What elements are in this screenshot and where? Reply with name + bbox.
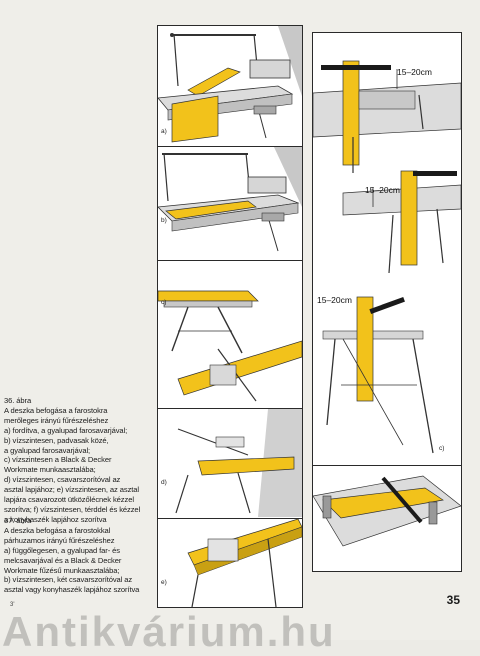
stop-batten-illustration [187,519,302,608]
caption-figure-37: 37. ábra A deszka befogása a farostokkal… [4,516,154,595]
figure-36a-panel: a) [158,26,302,144]
panel-label-a: a) [161,128,167,135]
panel-label-c2: c) [439,445,445,452]
figure-37a-stand-panel: 15–20cm c) [313,285,461,461]
caption-36-line: b) vízszintesen, padvasak közé, [4,435,109,445]
workbench-dogs-illustration [158,147,302,252]
dimension-label: 15–20cm [317,295,352,305]
caption-36-line: a gyalupad farosavarjával; [4,445,91,455]
workbench-vise-illustration [158,26,302,143]
page-number: 35 [446,593,460,607]
caption-37-title: 37. ábra [4,516,32,525]
caption-36-line: A deszka befogása a farostokra [4,405,108,415]
caption-36-line: lapjára csavarozott ütközőlécnek kézzel [4,495,134,505]
caption-36-line: szorítva; f) vízszintesen, térddel és ké… [4,504,141,514]
caption-37-line: b) vízszintesen, két csavarszorítóval az [4,575,133,585]
caption-36-title: 36. ábra [4,396,32,405]
caption-37-line: A deszka befogása a farostokkal [4,525,111,535]
caption-36-line: merőleges irányú fűrészeléshez [4,415,109,425]
dimension-label: 15–20cm [365,185,400,195]
workmate-illustration [158,290,302,402]
figure-37b-panel [313,465,461,572]
caption-37-line: a) függőlegesen, a gyalupad far- és [4,545,120,555]
dimension-label: 15–20cm [397,67,432,77]
figure-36e-panel: e) [158,518,302,609]
table-clamp-illustration [175,409,302,517]
caption-37-line: melcsavarjával és a Black & Decker [4,555,122,565]
watermark: Antikvárium.hu [2,608,336,655]
vertical-board-vise-illustration [313,60,461,173]
panel-label-d: d) [161,479,167,486]
figure-36b-panel: b) [158,146,302,259]
caption-37-line: Workmate fűzésű munkaasztalába; [4,565,120,575]
figure-37-column: 15–20cm 15–20cm [312,32,462,572]
figure-36-column: a) b) [157,25,303,608]
caption-36-line: a konyhaszék lapjához szorítva [4,514,107,524]
panel-label-b: b) [161,217,167,224]
figure-37a-panel: 15–20cm [313,33,461,183]
caption-36-line: asztal lapjához; e) vízszintesen, az asz… [4,485,139,495]
caption-36-line: Workmate munkaasztalába; [4,465,96,475]
caption-36-line: d) vízszintesen, csavarszorítóval az [4,475,121,485]
caption-36-line: a) fordítva, a gyalupad farosavarjával; [4,425,128,435]
horizontal-board-clamps-illustration [313,475,461,547]
figure-36d-panel: d) [158,408,302,517]
panel-label-c: c) [161,299,167,306]
panel-label-e: e) [161,579,167,586]
figure-37a-workmate-panel: 15–20cm [313,151,461,281]
book-page: 36. ábra A deszka befogása a farostokra … [2,25,462,655]
corner-mark: 3' [10,602,15,608]
vertical-board-workmate-illustration [342,170,461,274]
caption-37-line: párhuzamos irányú fűrészeléshez [4,535,115,545]
workmate-stand-illustration [322,296,434,454]
caption-37-line: asztal vagy konyhaszék lapjához szorítva [4,585,140,595]
caption-figure-36: 36. ábra A deszka befogása a farostokra … [4,396,154,525]
caption-36-line: c) vízszintesen a Black & Decker [4,455,112,465]
figure-36c-panel: c) [158,260,302,407]
